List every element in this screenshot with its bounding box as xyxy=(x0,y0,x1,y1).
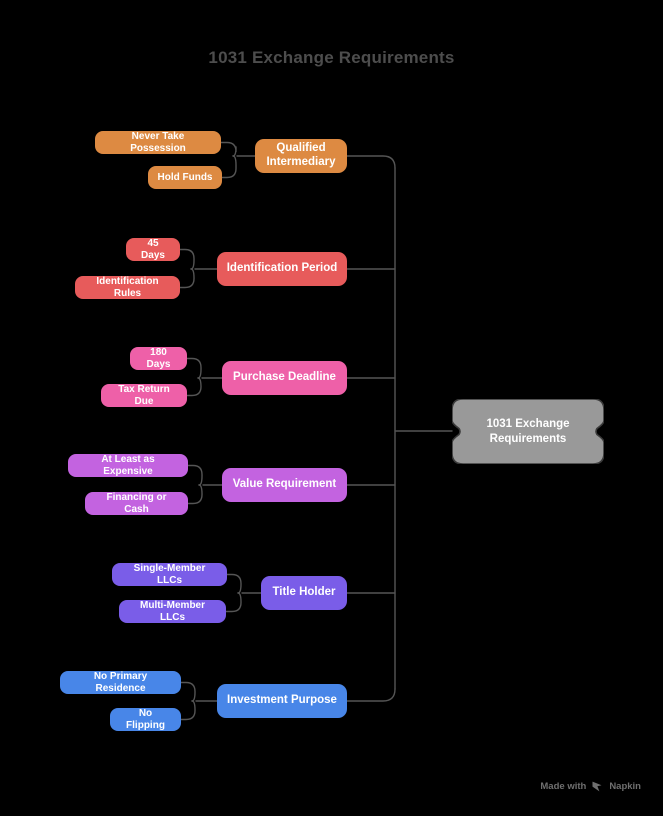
branch-node[interactable]: Title Holder xyxy=(261,576,347,610)
leaf-node[interactable]: Tax Return Due xyxy=(101,384,187,407)
watermark-text: Made with xyxy=(540,781,587,792)
napkin-play-icon xyxy=(592,781,602,792)
leaf-node[interactable]: No Primary Residence xyxy=(60,671,181,694)
leaf-node[interactable]: 45 Days xyxy=(126,238,180,261)
leaf-node[interactable]: Never Take Possession xyxy=(95,131,221,154)
branch-node-label: Identification Period xyxy=(226,262,338,275)
branch-node-label: Purchase Deadline xyxy=(233,371,336,384)
branch-node[interactable]: Value Requirement xyxy=(222,468,347,502)
branch-node[interactable]: Purchase Deadline xyxy=(222,361,347,395)
leaf-node-label: No Flipping xyxy=(126,707,165,731)
leaf-node-label: Never Take Possession xyxy=(130,130,186,154)
leaf-node[interactable]: Single-Member LLCs xyxy=(112,563,227,586)
watermark-brand: Napkin xyxy=(609,781,641,792)
page-title: 1031 Exchange Requirements xyxy=(208,48,455,67)
leaf-node-label: Multi-Member LLCs xyxy=(140,599,205,623)
leaf-node[interactable]: Identification Rules xyxy=(75,276,180,299)
leaf-node[interactable]: Multi-Member LLCs xyxy=(119,600,226,623)
leaf-node-label: At Least as Expensive xyxy=(101,453,155,477)
branch-node[interactable]: Identification Period xyxy=(217,252,347,286)
root-label: 1031 Exchange Requirements xyxy=(486,418,570,445)
branch-node[interactable]: Investment Purpose xyxy=(217,684,347,718)
leaf-node-label: Tax Return Due xyxy=(118,383,170,407)
leaf-node[interactable]: No Flipping xyxy=(110,708,181,731)
branch-node-label: Qualified Intermediary xyxy=(266,142,336,168)
branch-node-label: Title Holder xyxy=(272,586,336,599)
leaf-node-label: Single-Member LLCs xyxy=(133,562,206,586)
branch-node-label: Value Requirement xyxy=(232,478,337,491)
root-shape xyxy=(452,399,604,464)
leaf-node-label: 180 Days xyxy=(146,346,171,370)
leaf-node[interactable]: 180 Days xyxy=(130,347,187,370)
leaf-node[interactable]: At Least as Expensive xyxy=(68,454,188,477)
leaf-node-label: 45 Days xyxy=(141,237,165,261)
leaf-node[interactable]: Hold Funds xyxy=(148,166,222,189)
leaf-node[interactable]: Financing or Cash xyxy=(85,492,188,515)
watermark: Made with Napkin xyxy=(540,781,641,792)
leaf-node-label: Financing or Cash xyxy=(106,491,167,515)
branch-node[interactable]: Qualified Intermediary xyxy=(255,139,347,173)
root-node[interactable]: 1031 Exchange Requirements xyxy=(452,399,604,464)
branch-node-label: Investment Purpose xyxy=(227,694,337,707)
leaf-node-label: Hold Funds xyxy=(157,171,213,183)
leaf-node-label: Identification Rules xyxy=(96,275,159,299)
leaf-node-label: No Primary Residence xyxy=(93,670,148,694)
